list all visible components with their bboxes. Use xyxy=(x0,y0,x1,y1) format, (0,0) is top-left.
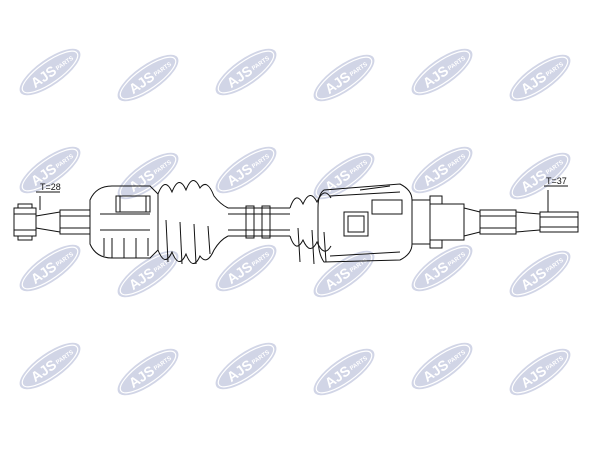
watermark-logo xyxy=(208,236,284,300)
outer-boot xyxy=(157,180,229,265)
left-spline-label: T=28 xyxy=(40,182,61,192)
watermark-logo xyxy=(208,334,284,398)
right-spline-label: T=37 xyxy=(546,176,567,186)
left-spline-callout xyxy=(36,191,60,210)
watermark-logo xyxy=(404,40,480,104)
driveshaft xyxy=(13,180,579,265)
watermark-logo xyxy=(12,334,88,398)
watermark-logo xyxy=(110,144,186,208)
watermark-logo xyxy=(306,46,382,110)
watermark-logo xyxy=(306,144,382,208)
right-spline-callout xyxy=(544,185,568,212)
watermark-logo xyxy=(12,236,88,300)
watermark-logo xyxy=(502,46,578,110)
watermark-logo xyxy=(110,46,186,110)
watermark-logo xyxy=(502,340,578,404)
watermark-logo xyxy=(306,340,382,404)
watermark-logo xyxy=(208,40,284,104)
watermark-logo xyxy=(404,334,480,398)
right-spline-stub xyxy=(411,195,579,249)
watermark-logo xyxy=(208,138,284,202)
watermark-logo xyxy=(110,340,186,404)
watermark-grid xyxy=(12,40,578,404)
watermark-logo xyxy=(404,138,480,202)
watermark-logo xyxy=(502,242,578,306)
watermark-logo xyxy=(306,242,382,306)
inner-boot xyxy=(289,192,332,265)
watermark-logo xyxy=(12,40,88,104)
inner-cv-joint xyxy=(317,183,413,263)
left-spline-stub xyxy=(13,203,91,241)
middle-shaft xyxy=(228,205,290,239)
